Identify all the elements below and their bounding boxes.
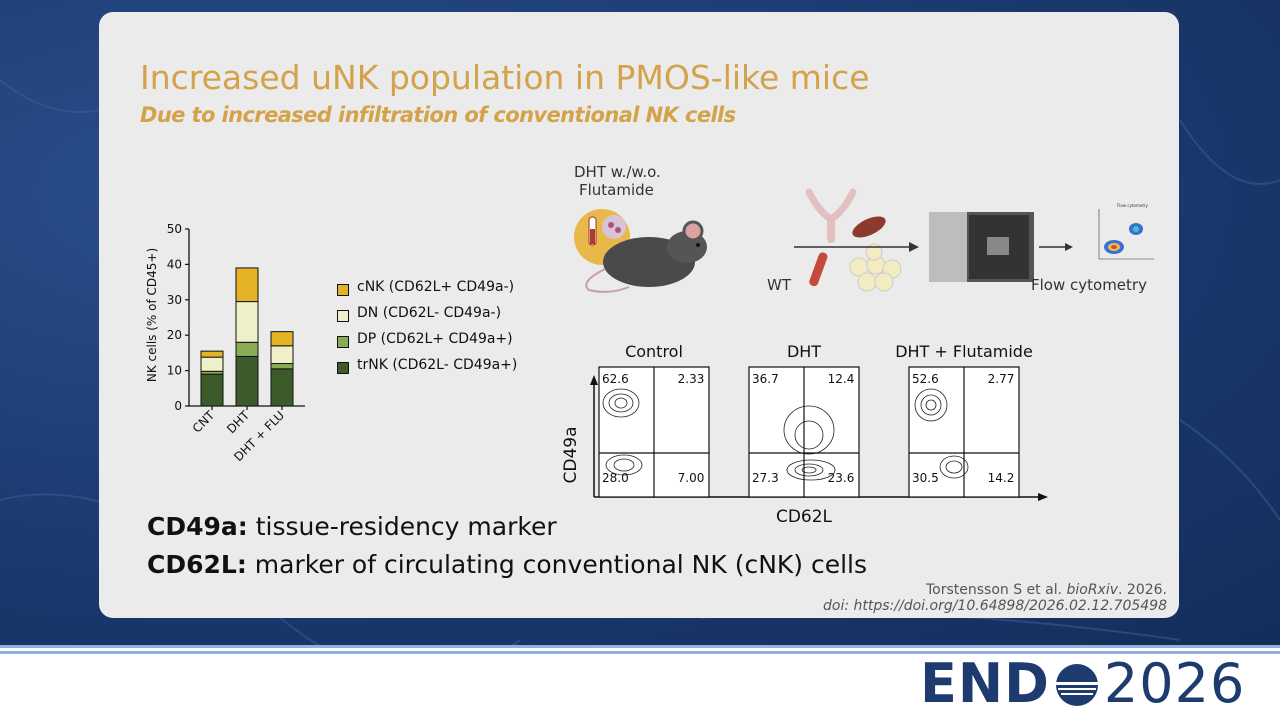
contour-ring xyxy=(614,397,628,409)
logo-year: 2026 xyxy=(1103,652,1246,715)
treatment-label-1: DHT w./w.o. xyxy=(574,163,661,181)
contour-ring xyxy=(786,459,836,481)
def-text-cd49a: tissue-residency marker xyxy=(247,512,557,541)
legend-label: DP (CD62L+ CD49a+) xyxy=(357,331,513,347)
quadrant-value: 62.6 xyxy=(602,372,629,386)
quadrant-value: 7.00 xyxy=(678,471,705,485)
bar-segment xyxy=(270,331,294,347)
citation-journal: bioRxiv xyxy=(1066,582,1119,598)
contour-ring xyxy=(925,399,937,411)
legend-swatch xyxy=(337,362,349,374)
contour-ring xyxy=(939,455,969,479)
citation: Torstensson S et al. bioRxiv. 2026. xyxy=(926,582,1167,598)
contour-ring xyxy=(801,466,817,474)
quadrant-value: 2.33 xyxy=(678,372,705,386)
contour-ring xyxy=(794,463,824,477)
bar-segment xyxy=(270,363,294,370)
flow-panel-title: DHT + Flutamide xyxy=(895,342,1033,361)
quadrant-value: 14.2 xyxy=(988,471,1015,485)
quadrant-value: 2.77 xyxy=(988,372,1015,386)
thumb-title: Flow cytometry xyxy=(1117,203,1149,208)
experiment-schematic: DHT w./w.o. Flutamide WT xyxy=(574,163,1154,294)
x-tick-label: CNT xyxy=(190,408,218,436)
bar-segment xyxy=(200,350,224,358)
legend-label: trNK (CD62L- CD49a+) xyxy=(357,357,518,373)
citation-authors: Torstensson S et al. xyxy=(925,582,1067,598)
contour-ring xyxy=(602,388,640,418)
bar-segment xyxy=(235,341,259,357)
bar-segment xyxy=(235,355,259,407)
quadrant-value: 28.0 xyxy=(602,471,629,485)
legend-swatch xyxy=(337,336,349,348)
legend-label: cNK (CD62L+ CD49a-) xyxy=(357,279,515,295)
quadrant-value: 23.6 xyxy=(828,471,855,485)
contour-ring xyxy=(920,394,942,416)
y-tick-label: 20 xyxy=(167,328,182,342)
flow-xlabel: CD62L xyxy=(776,507,833,527)
def-term-cd49a: CD49a: xyxy=(147,512,248,541)
quadrant-value: 30.5 xyxy=(912,471,939,485)
flow-panel-title: DHT xyxy=(787,342,821,361)
flow-cytometry-panels: CD49a CD62L Control 62.6 2.33 28.0 7.00 DHT 36… xyxy=(561,342,1048,527)
contour-ring xyxy=(605,454,643,476)
bar-segment xyxy=(270,345,294,365)
contour-ring xyxy=(794,420,824,450)
def-text-cd62l: marker of circulating conventional NK (c… xyxy=(246,550,868,579)
def-term-cd62l: CD62L: xyxy=(147,550,247,579)
slide-title: Increased uNK population in PMOS-like mi… xyxy=(140,58,870,97)
contour-ring xyxy=(945,460,963,474)
bar-segment xyxy=(235,301,259,343)
contour-ring xyxy=(914,388,948,422)
citation-year: . 2026. xyxy=(1118,582,1167,598)
y-tick-label: 30 xyxy=(167,293,182,307)
logo-endo: END xyxy=(920,652,1050,715)
tissue-icon xyxy=(852,216,886,238)
endo-logo: END 2026 xyxy=(920,652,1245,715)
slide-subtitle: Due to increased infiltration of convent… xyxy=(140,103,736,127)
mouse-icon xyxy=(585,220,707,293)
content-card: Increased uNK population in PMOS-like mi… xyxy=(99,12,1179,618)
flow-thumb-icon: Flow cytometry xyxy=(1098,203,1154,260)
contour-ring xyxy=(613,458,635,472)
treatment-label-2: Flutamide xyxy=(579,181,654,199)
y-tick-label: 50 xyxy=(167,222,182,236)
legend-swatch xyxy=(337,284,349,296)
legend-label: DN (CD62L- CD49a-) xyxy=(357,305,502,321)
y-tick-label: 10 xyxy=(167,364,182,378)
bars xyxy=(200,267,294,407)
y-tick-label: 0 xyxy=(174,399,182,413)
footer-stripe-1 xyxy=(0,645,1280,648)
flow-panel-title: Control xyxy=(625,342,683,361)
quadrant-value: 52.6 xyxy=(912,372,939,386)
x-tick-label: DHT xyxy=(224,408,252,436)
mouse-label: WT xyxy=(767,276,792,294)
instrument-label: Flow cytometry xyxy=(1031,276,1147,294)
bar-segment xyxy=(200,373,224,407)
contour-ring xyxy=(783,405,835,455)
globe-icon xyxy=(1055,664,1098,706)
blood-tube-icon xyxy=(809,252,828,287)
quadrant-value: 27.3 xyxy=(752,471,779,485)
cells-icon xyxy=(849,243,902,292)
footer-stripe-2 xyxy=(0,651,1280,654)
flow-ylabel: CD49a xyxy=(561,426,581,483)
legend-swatch xyxy=(337,310,349,322)
citation-doi: doi: https://doi.org/10.64898/2026.02.12… xyxy=(823,598,1167,614)
bar-segment xyxy=(200,356,224,372)
quadrant-value: 36.7 xyxy=(752,372,779,386)
bar-segment xyxy=(235,267,259,303)
chart-ylabel: NK cells (% of CD45+) xyxy=(145,248,159,382)
quadrant-value: 12.4 xyxy=(828,372,855,386)
bar-segment xyxy=(270,368,294,407)
definition-cd62l: CD62L: marker of circulating conventiona… xyxy=(147,550,867,579)
contour-ring xyxy=(608,393,634,413)
uterus-icon xyxy=(805,188,857,243)
y-ticks: 0 10 20 30 40 50 xyxy=(167,222,189,413)
y-tick-label: 40 xyxy=(167,257,182,271)
flow-cytometer-icon xyxy=(929,212,1034,282)
definition-cd49a: CD49a: tissue-residency marker xyxy=(147,512,557,541)
